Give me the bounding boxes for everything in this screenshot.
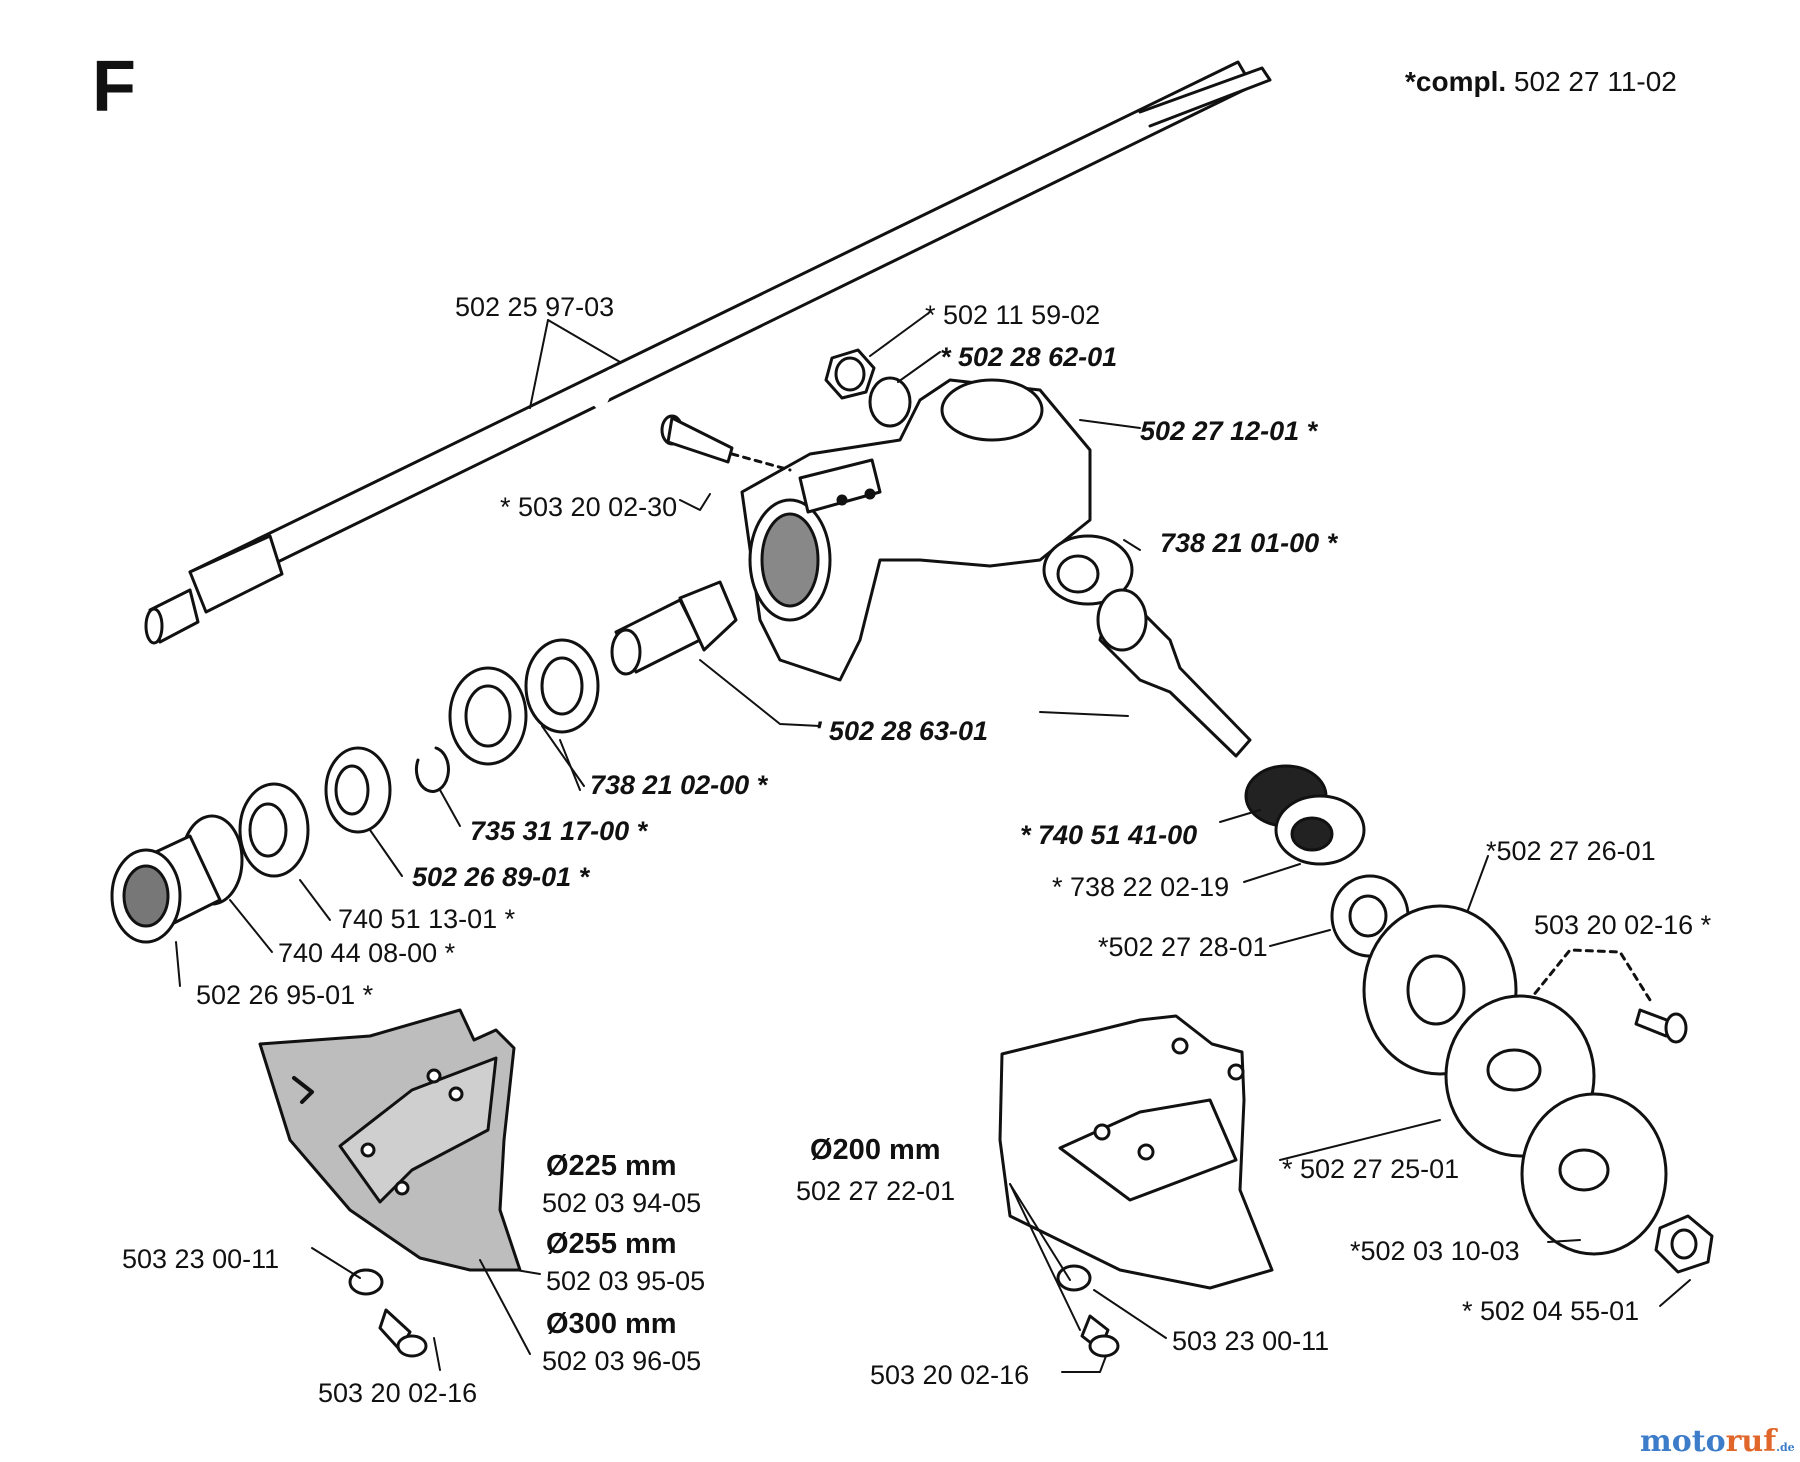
guard-left bbox=[258, 1008, 522, 1272]
label-spacer: 502 26 89-01 * bbox=[412, 862, 590, 892]
watermark-tld: .de bbox=[1776, 1441, 1795, 1454]
label-washer-left-guard: 503 23 00-11 bbox=[122, 1244, 280, 1274]
label-sleeve: 502 26 95-01 * bbox=[196, 980, 374, 1010]
gear-housing bbox=[740, 378, 1092, 682]
label-seal-left: 740 51 13-01 * bbox=[338, 904, 516, 934]
label-bearing-left: 738 21 02-00 * bbox=[590, 770, 768, 800]
label-seal-right: * 740 51 41-00 bbox=[1020, 820, 1198, 850]
guard-right bbox=[998, 1014, 1274, 1290]
pinion-right bbox=[1096, 588, 1252, 758]
bottom-nut bbox=[1654, 1214, 1714, 1274]
label-washer-right: *502 27 28-01 bbox=[1098, 932, 1268, 962]
label-oring-top: * 502 28 62-01 bbox=[940, 342, 1118, 372]
label-guard-255-size: Ø255 mm bbox=[546, 1228, 677, 1260]
guard-left-screw bbox=[378, 1308, 428, 1358]
label-screw-right: 503 20 02-16 * bbox=[1534, 910, 1712, 940]
watermark-logo: motoruf.de bbox=[1640, 1424, 1795, 1459]
label-nut-bottom: * 502 04 55-01 bbox=[1462, 1296, 1640, 1326]
label-pinion: ' 502 28 63-01 bbox=[815, 716, 989, 746]
guard-right-screw bbox=[1080, 1314, 1120, 1358]
label-circlip: 735 31 17-00 * bbox=[470, 816, 648, 846]
pinion-left bbox=[610, 580, 738, 676]
label-shaft: 502 25 97-03 bbox=[455, 292, 615, 322]
top-oring bbox=[868, 376, 912, 428]
watermark-part2: ruf bbox=[1725, 1424, 1777, 1459]
label-guard-225-size: Ø225 mm bbox=[546, 1150, 677, 1182]
bearing-lower bbox=[1274, 794, 1366, 866]
seal-left bbox=[238, 782, 310, 878]
label-screw-right-guard: 503 20 02-16 bbox=[870, 1360, 1030, 1390]
label-oring-left: 740 44 08-00 * bbox=[278, 938, 456, 968]
bearing-right bbox=[1042, 534, 1134, 606]
label-guard-255-num: 502 03 95-05 bbox=[546, 1266, 706, 1296]
label-nut-top: * 502 11 59-02 bbox=[925, 300, 1101, 330]
bearing-left-1 bbox=[524, 638, 600, 734]
label-bearing-right: 738 21 01-00 * bbox=[1160, 528, 1338, 558]
screw-right bbox=[1518, 948, 1688, 1044]
complete-assembly-number: *compl. 502 27 11-02 bbox=[1405, 66, 1677, 98]
housing-screw bbox=[660, 414, 792, 472]
label-washer-right-guard: 503 23 00-11 bbox=[1172, 1326, 1330, 1356]
label-bearing-lower: * 738 22 02-19 bbox=[1052, 872, 1230, 902]
bearing-left-2 bbox=[448, 666, 528, 766]
label-guard-right-size: Ø200 mm bbox=[810, 1134, 941, 1166]
label-flange: *502 27 26-01 bbox=[1486, 836, 1656, 866]
drive-shaft bbox=[144, 60, 1272, 645]
sleeve bbox=[110, 834, 222, 944]
compl-prefix: *compl. bbox=[1405, 66, 1507, 97]
label-guard-300-num: 502 03 96-05 bbox=[542, 1346, 702, 1376]
cup bbox=[1520, 1092, 1668, 1256]
label-guard-right-num: 502 27 22-01 bbox=[796, 1176, 956, 1206]
label-screw-housing: * 503 20 02-30 bbox=[500, 492, 678, 522]
section-letter: F bbox=[92, 47, 136, 127]
leader-lines bbox=[175, 311, 1691, 1373]
compl-number: 502 27 11-02 bbox=[1513, 66, 1677, 97]
label-cup: *502 03 10-03 bbox=[1350, 1236, 1520, 1266]
top-nut bbox=[824, 348, 876, 400]
circlip bbox=[415, 746, 450, 793]
label-guard-225-num: 502 03 94-05 bbox=[542, 1188, 702, 1218]
watermark-part1: moto bbox=[1640, 1424, 1726, 1459]
label-screw-left-guard: 503 20 02-16 bbox=[318, 1378, 478, 1408]
label-housing: 502 27 12-01 * bbox=[1140, 416, 1318, 446]
label-hub: * 502 27 25-01 bbox=[1282, 1154, 1460, 1184]
spacer bbox=[324, 746, 392, 834]
label-guard-300-size: Ø300 mm bbox=[546, 1308, 677, 1340]
